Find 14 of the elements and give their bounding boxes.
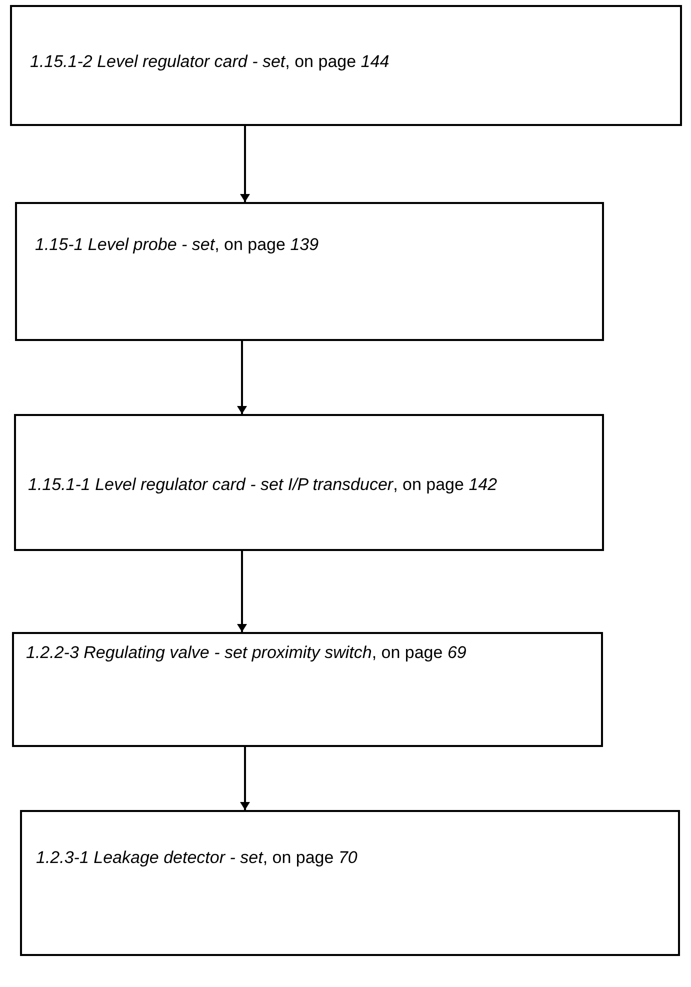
arrow [238, 341, 246, 414]
process-box [15, 202, 604, 341]
step-text: 1.15-1 Level probe - set, on page 139 [35, 234, 320, 256]
arrow [241, 747, 249, 810]
process-box [14, 414, 604, 551]
process-box [12, 632, 603, 747]
arrow [238, 551, 246, 632]
step-text: 1.15.1-2 Level regulator card - set, on page 144 [30, 51, 390, 73]
step-text: 1.2.3-1 Leakage detector - set, on page 70 [36, 847, 358, 869]
step-text: 1.2.2-3 Regulating valve - set proximity switch, on page 69 [26, 642, 468, 664]
process-box [20, 810, 680, 956]
step-text: 1.15.1-1 Level regulator card - set I/P transducer, on page 142 [28, 474, 498, 496]
arrow [241, 126, 249, 202]
process-box [10, 5, 682, 126]
